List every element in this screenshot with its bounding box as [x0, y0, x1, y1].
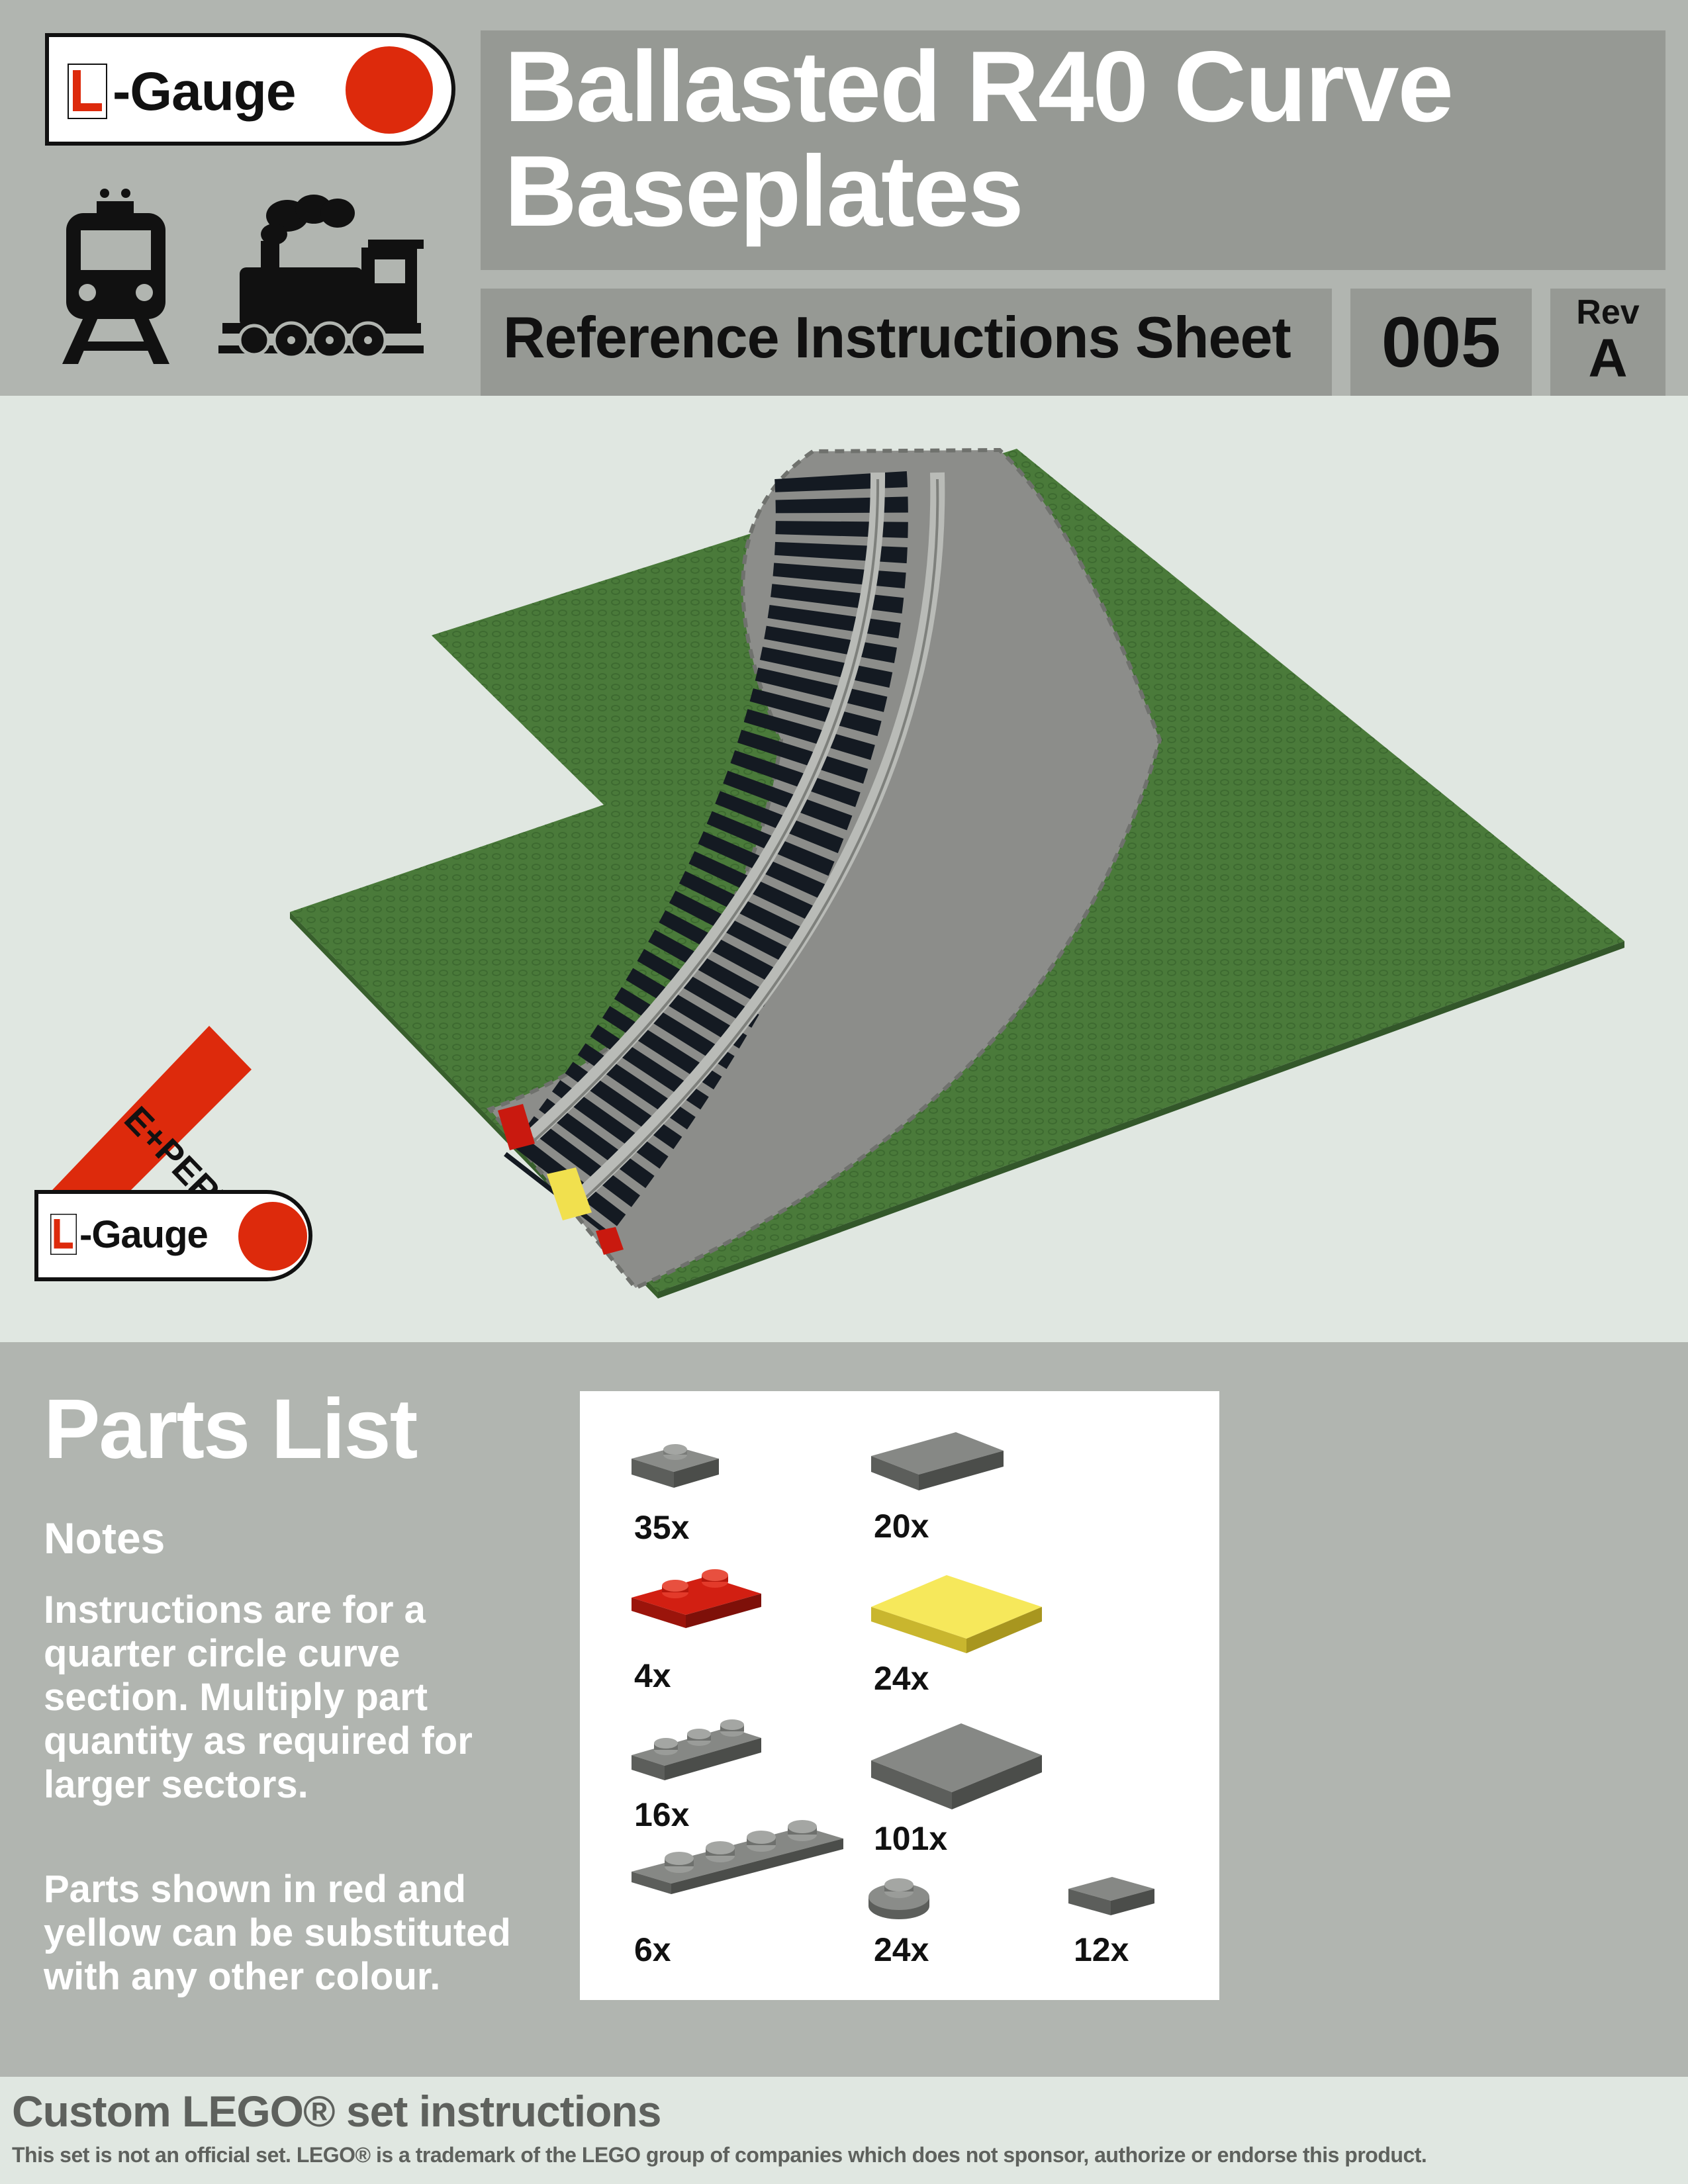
revision-panel	[1550, 289, 1665, 396]
logo-text: -Gauge	[113, 62, 296, 122]
part-tile-2x2-yellow	[871, 1575, 1042, 1653]
part-qty: 24x	[874, 1931, 929, 1968]
revision-label: Rev	[1576, 293, 1640, 332]
title-line-2: Baseplates	[504, 135, 1024, 248]
part-plate-1x2-red	[632, 1569, 761, 1628]
logo-red-dot	[346, 46, 433, 134]
part-qty: 12x	[1074, 1931, 1129, 1968]
footer-disclaimer: This set is not an official set. LEGO® i…	[12, 2143, 1427, 2167]
expert-l-gauge-logo: -Gauge	[34, 1190, 312, 1281]
yellow-marker-plate	[547, 1167, 592, 1220]
part-qty: 35x	[634, 1509, 690, 1546]
part-tile-2x2-grey	[871, 1723, 1042, 1809]
track-curve-illustration	[0, 396, 1688, 1342]
part-plate-1x4-grey	[632, 1820, 843, 1894]
subtitle: Reference Instructions Sheet	[503, 304, 1291, 370]
part-plate-1x3-grey	[632, 1719, 761, 1780]
part-qty: 6x	[634, 1931, 671, 1968]
part-qty: 20x	[874, 1508, 929, 1545]
part-plate-1x2-grey	[632, 1444, 719, 1488]
tram-icon	[57, 187, 176, 365]
footer-title: Custom LEGO® set instructions	[12, 2087, 661, 2136]
parts-panel: 35x 20x 4x 24x 16	[580, 1391, 1219, 2000]
expert-badge: E+PERT -Gauge	[33, 1026, 318, 1291]
part-round-plate-grey	[868, 1878, 929, 1919]
page-title: Ballasted R40 Curve Baseplates	[504, 34, 1656, 244]
revision-value: A	[1588, 328, 1628, 388]
red-marker-plate	[498, 1104, 535, 1150]
part-qty: 4x	[634, 1657, 671, 1694]
sheet-number: 005	[1381, 302, 1501, 382]
expert-logo-red-dot	[238, 1202, 307, 1271]
expert-logo-text: -Gauge	[79, 1213, 209, 1256]
part-qty: 24x	[874, 1660, 929, 1697]
notes-paragraph-1: Instructions are for a quarter circle cu…	[44, 1588, 473, 1806]
sheet-number-panel	[1350, 289, 1532, 396]
part-tile-1x2-grey	[871, 1432, 1004, 1490]
title-panel	[481, 30, 1665, 270]
title-line-1: Ballasted R40 Curve	[504, 30, 1454, 143]
notes-paragraph-2: Parts shown in red and yellow can be sub…	[44, 1868, 511, 1998]
part-qty: 101x	[874, 1820, 948, 1857]
l-mark-icon	[66, 62, 109, 120]
l-mark-icon	[49, 1212, 78, 1256]
notes-heading: Notes	[44, 1514, 165, 1563]
parts-list-heading: Parts List	[44, 1382, 418, 1477]
part-qty: 16x	[634, 1796, 690, 1833]
part-tile-1x1-grey	[1068, 1877, 1154, 1915]
sleepers	[504, 471, 908, 1238]
l-gauge-logo: -Gauge	[45, 33, 455, 146]
subtitle-panel	[481, 289, 1332, 396]
steam-locomotive-icon	[218, 193, 429, 365]
